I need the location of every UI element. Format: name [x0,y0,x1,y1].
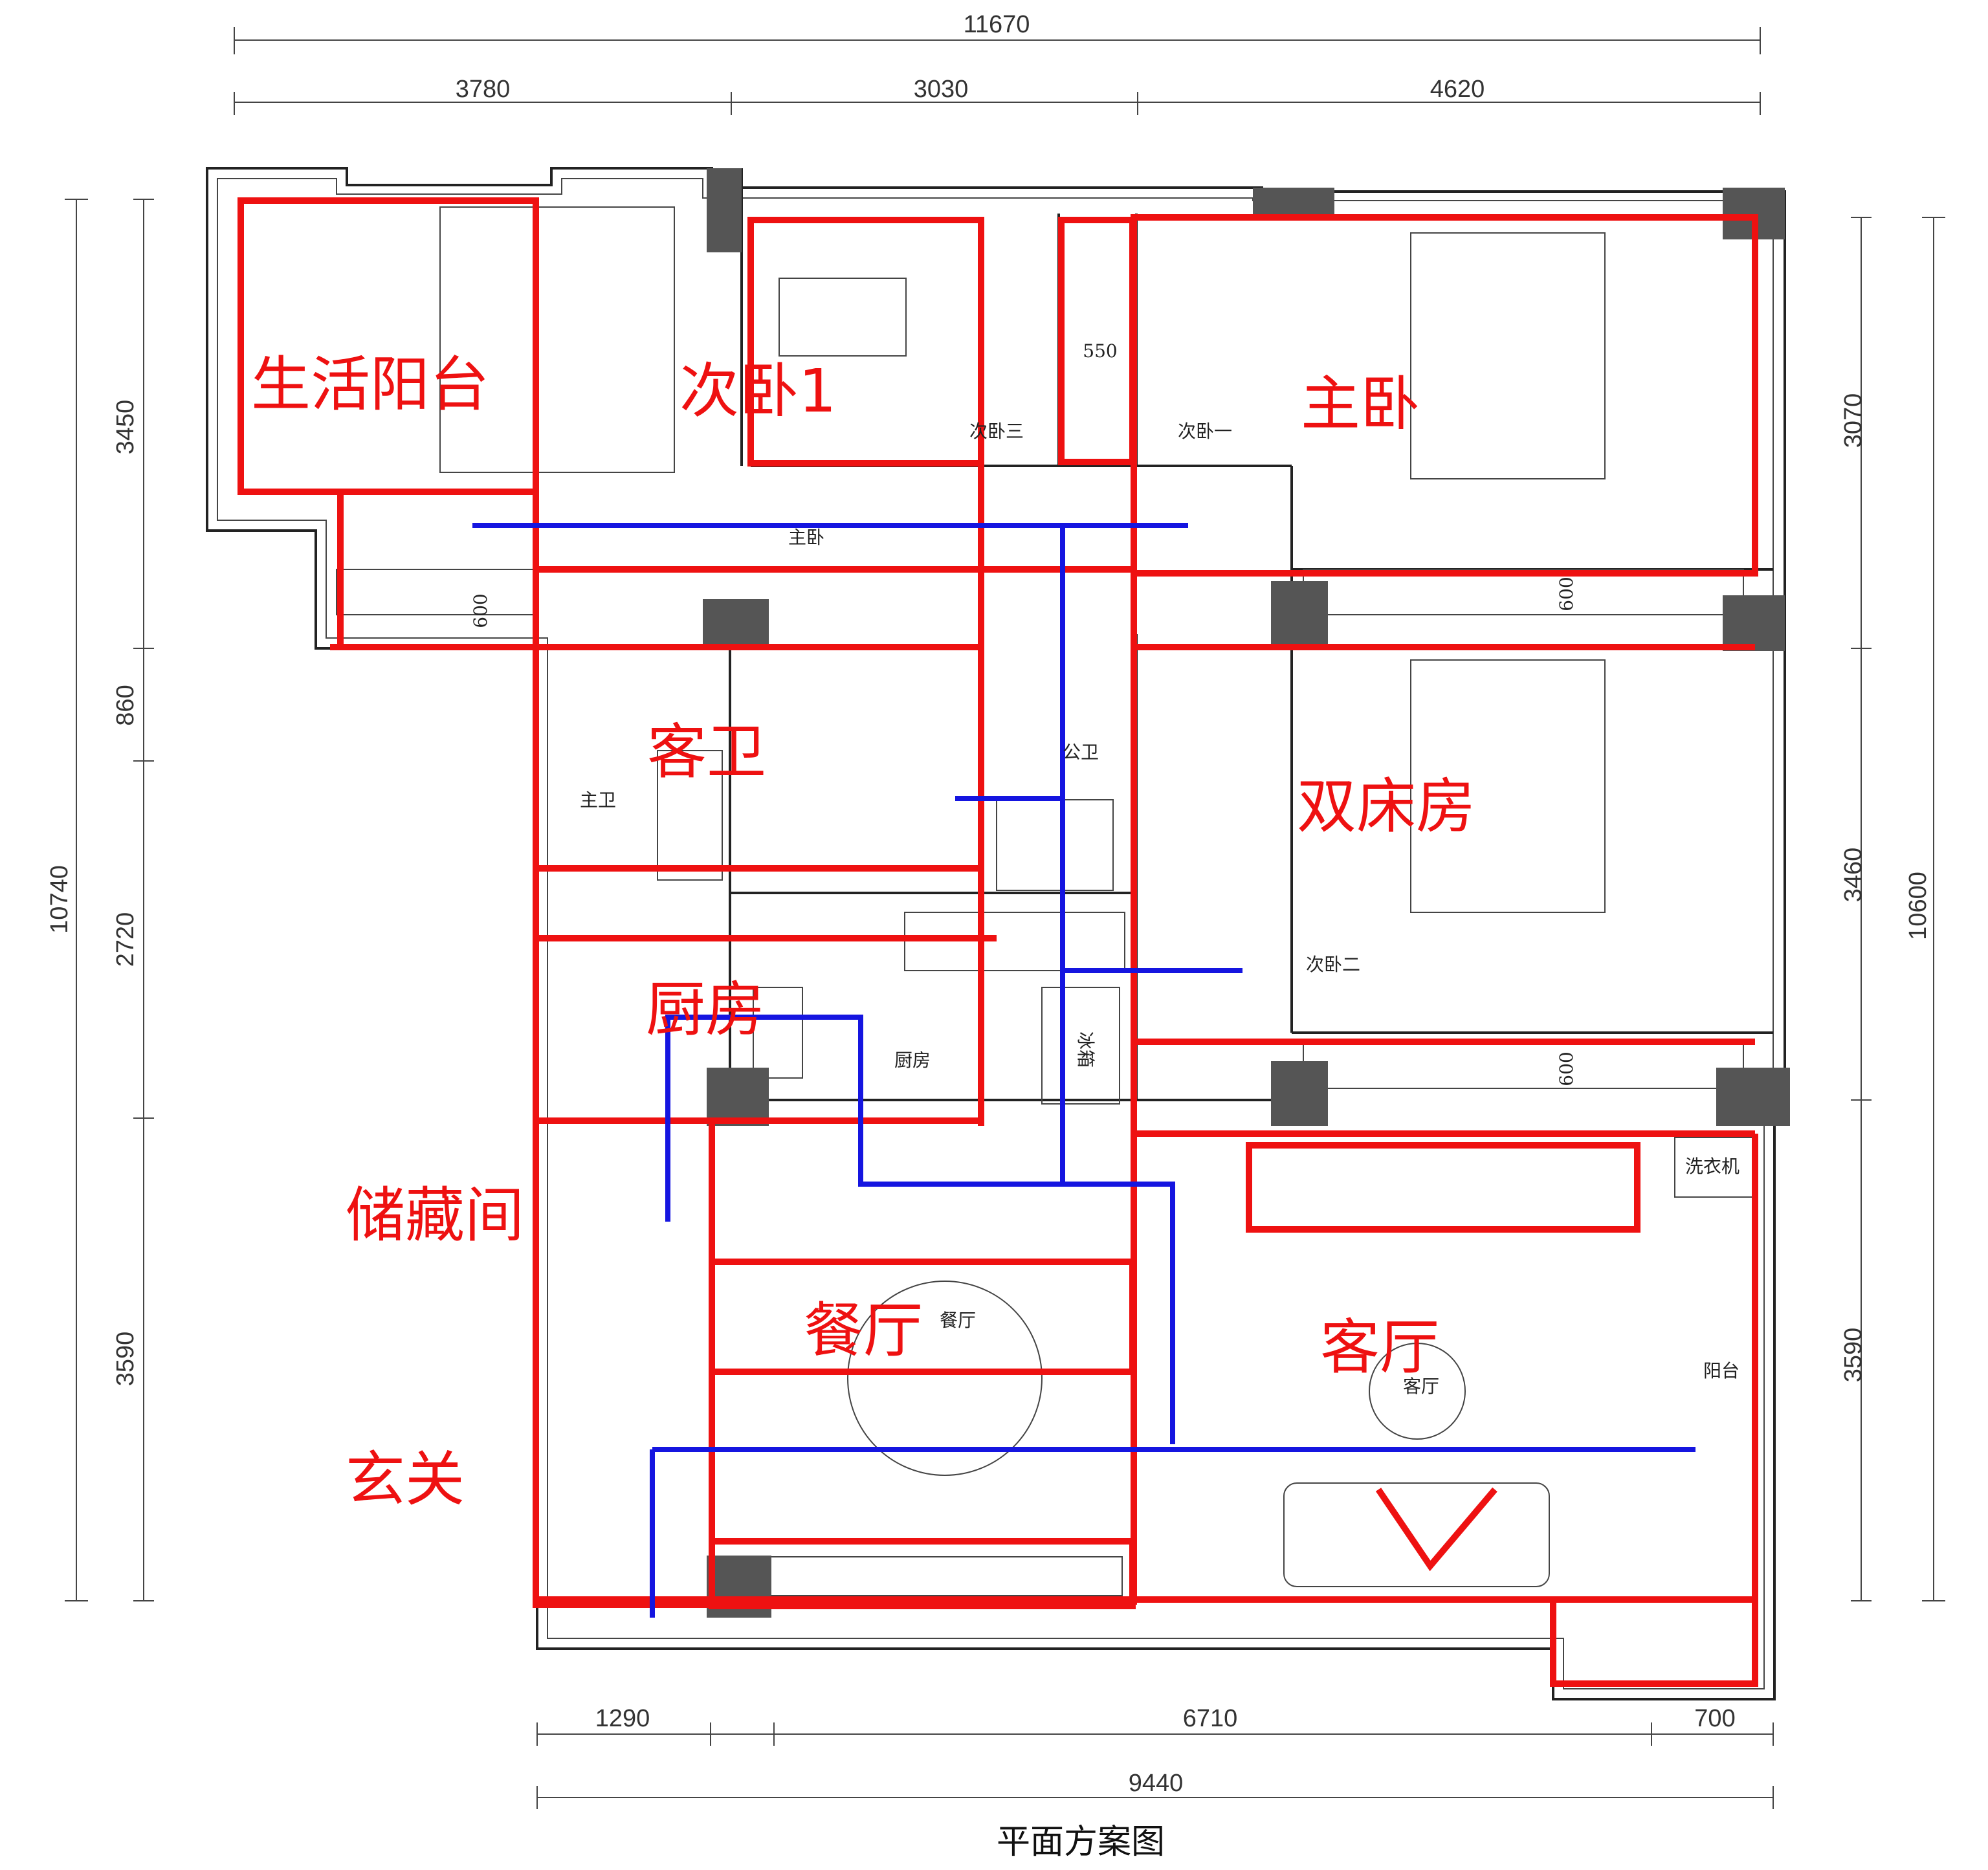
room-label-master: 主卧 [788,527,824,548]
washer-label: 洗衣机 [1685,1156,1740,1177]
dim-left-seg-1: 3450 [112,400,139,455]
room-annotation-twin-room: 双床房 [1297,772,1475,841]
dim-left-overall: 10740 [46,865,73,934]
structural-pillars [703,168,1790,1618]
wardrobe-depth-2: 600 [1556,577,1577,611]
plan-title: 平面方案图 [997,1823,1165,1862]
room-label-master-bath: 主卫 [580,789,616,811]
dim-bottom-overall: 9440 [1129,1770,1184,1797]
room-annotation-living-balcony: 生活阳台 [251,350,489,419]
dimension-lines [65,27,1945,1809]
dim-right-seg-2: 3460 [1840,848,1867,903]
wardrobe-depth-3: 600 [1556,1051,1577,1086]
room-label-second-bedroom-3: 次卧三 [969,421,1024,442]
room-label-second-bedroom-one: 次卧一 [1178,421,1232,442]
room-label-kitchen-original: 厨房 [894,1050,931,1071]
dim-right-seg-1: 3070 [1840,393,1867,448]
blue-annotation-overlay [472,523,1695,1618]
room-annotation-storage: 储藏间 [346,1181,524,1250]
dim-left-seg-4: 3590 [112,1332,139,1387]
wardrobe-depth-1: 600 [470,593,491,628]
dim-top-overall: 11670 [964,11,1030,38]
wardrobe-depth-4: 550 [1083,340,1117,362]
dim-bottom-seg-3: 700 [1694,1705,1735,1732]
room-annotation-guest-bath: 客卫 [647,718,766,787]
dim-left-seg-2: 860 [112,685,139,725]
room-annotation-second-bedroom-1: 次卧1 [679,357,837,426]
room-label-dining-original: 餐厅 [940,1310,976,1331]
dim-right-seg-3: 3590 [1840,1328,1867,1383]
dim-top-seg-2: 3030 [914,76,969,103]
room-annotation-living: 客厅 [1320,1313,1439,1382]
room-annotation-dining: 餐厅 [804,1296,923,1365]
appliance-label: 冰箱 [1075,1031,1096,1068]
dim-right-overall: 10600 [1905,872,1932,940]
dim-bottom-seg-1: 1290 [595,1705,650,1732]
room-annotation-master-bedroom: 主卧 [1301,369,1420,439]
dim-left-seg-3: 2720 [112,912,139,967]
dim-top-seg-3: 4620 [1430,76,1485,103]
room-annotation-entrance: 玄关 [346,1445,465,1514]
room-label-living-original: 客厅 [1403,1376,1439,1397]
dim-bottom-seg-2: 6710 [1183,1705,1238,1732]
room-annotation-kitchen: 厨房 [646,975,765,1044]
red-annotation-overlay [237,197,1758,1687]
room-label-second-bedroom-two: 次卧二 [1306,954,1360,975]
room-label-balcony: 阳台 [1703,1360,1740,1381]
dim-top-seg-1: 3780 [456,76,511,103]
room-label-public-bath: 公卫 [1063,742,1099,763]
